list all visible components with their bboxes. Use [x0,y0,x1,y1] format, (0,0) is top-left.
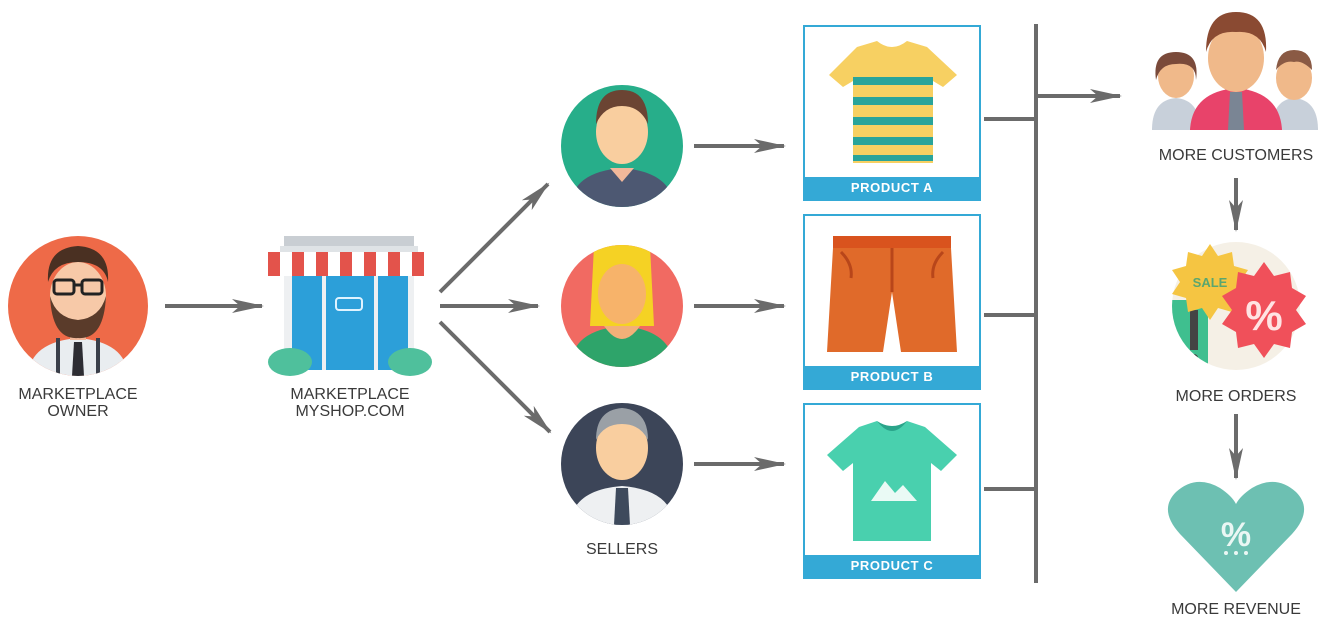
customers-label: MORE CUSTOMERS [1158,147,1314,164]
owner-label-line2: OWNER [47,403,109,420]
seller-avatar-2-icon [561,245,683,367]
flow-arrows [165,24,1243,583]
shop-label: MARKETPLACE MYSHOP.COM [280,386,420,420]
shop-label-line1: MARKETPLACE [290,386,410,403]
sale-badge-text: SALE [1193,275,1228,290]
seller-avatar-1-icon [561,85,683,207]
product-card-a: PRODUCT A [803,25,981,201]
sellers-label: SELLERS [585,541,659,558]
seller-avatar-3-icon [561,403,683,525]
green-tshirt-icon [827,421,957,541]
orders-label: MORE ORDERS [1175,388,1297,405]
owner-label-line1: MARKETPLACE [18,386,138,403]
sale-badges-icon: SALE % [1172,242,1306,370]
product-b-label: PRODUCT B [805,366,979,388]
customers-group-icon [1152,12,1318,130]
revenue-heart-icon: % [1167,481,1305,592]
product-c-label: PRODUCT C [805,555,979,577]
product-card-b: PRODUCT B [803,214,981,390]
striped-tshirt-icon [829,41,957,163]
revenue-label: MORE REVENUE [1171,601,1301,618]
owner-avatar-icon [8,236,148,376]
product-card-c: PRODUCT C [803,403,981,579]
revenue-percent-text: % [1221,516,1251,554]
product-a-label: PRODUCT A [805,177,979,199]
percent-badge-text: % [1245,292,1282,339]
owner-label: MARKETPLACE OWNER [8,386,148,420]
storefront-icon [268,236,432,376]
orange-shorts-icon [827,236,957,352]
shop-label-line2: MYSHOP.COM [295,403,405,420]
